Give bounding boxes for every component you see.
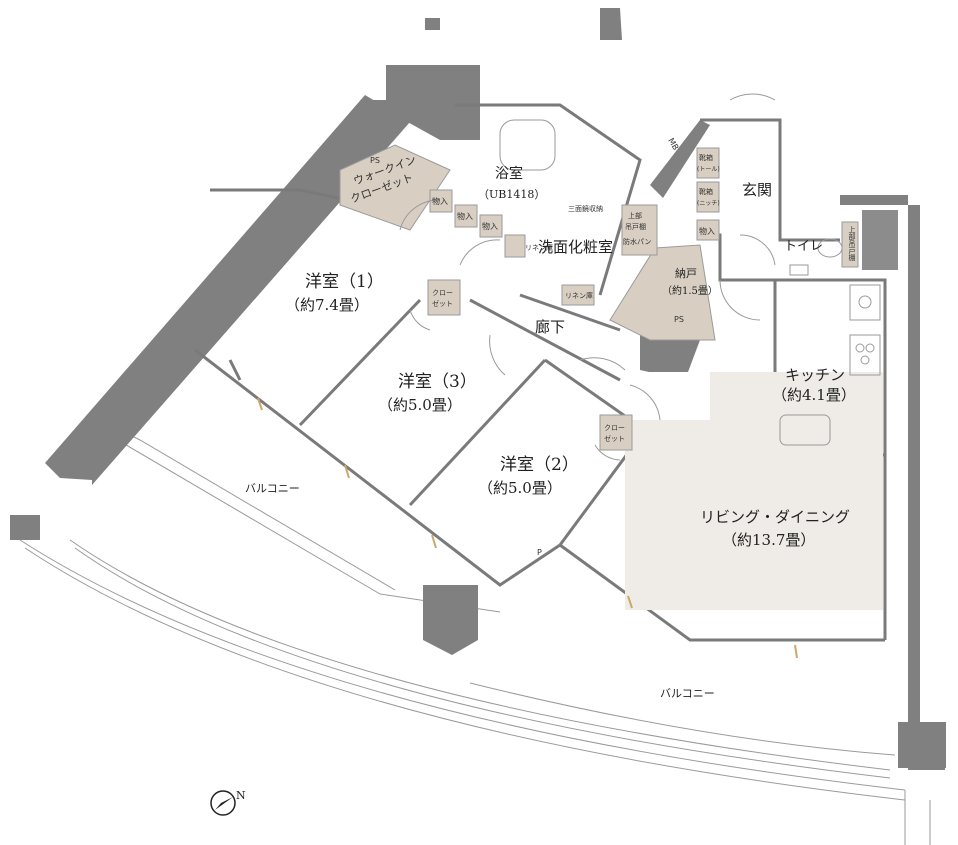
mono-label-2: 物入 bbox=[457, 211, 473, 221]
closet2-label-2: ゼット bbox=[604, 434, 625, 443]
bath-code: （UB1418） bbox=[478, 188, 545, 201]
mono-label-3: 物入 bbox=[482, 221, 498, 231]
western2-area: （約5.0畳） bbox=[478, 479, 562, 497]
living-area-fill-upper bbox=[625, 372, 883, 610]
washroom-name: 洗面化粧室 bbox=[538, 238, 613, 256]
ps-marker-2: PS bbox=[674, 315, 684, 324]
living-area-notch bbox=[625, 372, 710, 420]
closet1-label-2: ゼット bbox=[432, 299, 453, 308]
fixtures bbox=[499, 119, 881, 446]
balcony-west-name: バルコニー bbox=[245, 482, 300, 495]
linen-label-2: リネン庫 bbox=[565, 291, 593, 300]
window-marks bbox=[257, 397, 798, 659]
western1-name: 洋室（1） bbox=[305, 272, 384, 292]
three-side-label: 三面鏡収納 bbox=[568, 204, 603, 213]
linen-label-1: リネン庫 bbox=[525, 243, 553, 252]
shoe-tall-label-2: (トール) bbox=[697, 166, 720, 173]
balcony-rails bbox=[19, 419, 931, 845]
toilet-upper-label: 上部吊戸棚 bbox=[848, 225, 856, 262]
toilet-name: トイレ bbox=[784, 239, 823, 254]
storeroom-name: 納戸 bbox=[675, 267, 697, 280]
western1-area: （約7.4畳） bbox=[285, 296, 369, 314]
shoe-niche-label-1: 靴箱 bbox=[699, 187, 713, 196]
corridor-name: 廊下 bbox=[535, 318, 565, 336]
closet1-label-1: クロー bbox=[432, 289, 453, 297]
living-area: （約13.7畳） bbox=[722, 531, 815, 549]
western3-area: （約5.0畳） bbox=[378, 396, 462, 414]
p-marker: P bbox=[537, 548, 542, 557]
kitchen-name: キッチン bbox=[785, 366, 845, 384]
shoe-tall-label-1: 靴箱 bbox=[699, 153, 713, 162]
closet2-label-1: クロー bbox=[604, 424, 625, 432]
storeroom-area: （約1.5畳） bbox=[662, 284, 718, 297]
western3-name: 洋室（3） bbox=[398, 372, 477, 392]
storage-fills bbox=[339, 144, 859, 451]
bath-name: 浴室 bbox=[495, 165, 523, 182]
upper-cabinet-label-1: 上部 bbox=[628, 211, 642, 220]
mono-label-4: 物入 bbox=[699, 226, 715, 236]
upper-cabinet-label-2: 吊戸棚 bbox=[625, 222, 646, 231]
north-label: N bbox=[236, 789, 246, 802]
balcony-south-name: バルコニー bbox=[660, 687, 715, 700]
entrance-name: 玄関 bbox=[742, 181, 772, 199]
shoe-niche-label-2: (ニッチ) bbox=[697, 200, 720, 207]
door-swings bbox=[399, 93, 776, 461]
north-arrow: N bbox=[210, 789, 246, 816]
mono-label-1: 物入 bbox=[432, 196, 448, 206]
western2-name: 洋室（2） bbox=[500, 455, 579, 475]
living-name: リビング・ダイニング bbox=[700, 508, 850, 526]
waterproof-pan-label: 防水パン bbox=[623, 237, 651, 246]
ps-marker-1: PS bbox=[370, 156, 380, 165]
kitchen-area: （約4.1畳） bbox=[772, 386, 856, 404]
shafts bbox=[862, 210, 898, 270]
